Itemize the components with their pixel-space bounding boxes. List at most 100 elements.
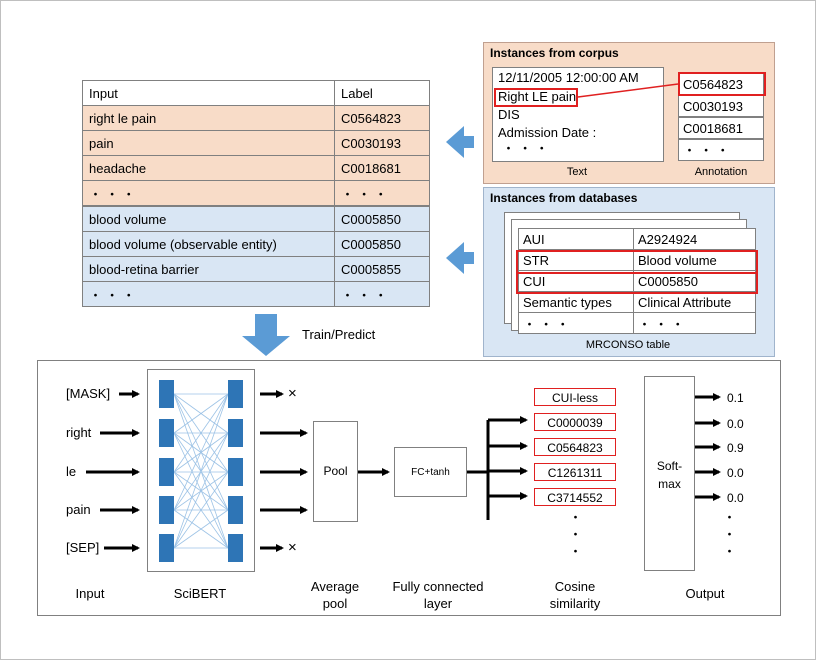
row-input: ・ ・ ・	[82, 281, 335, 307]
cui-highlight	[516, 272, 758, 294]
softmax-label-line2: max	[658, 477, 681, 491]
mrconso-row: ・ ・ ・ ・ ・ ・	[518, 312, 756, 334]
neuron	[228, 419, 243, 447]
output-value: 0.9	[727, 441, 744, 455]
neuron	[159, 419, 174, 447]
mention-link-line	[577, 83, 679, 98]
output-value: 0.1	[727, 391, 744, 405]
candidate-dot: ・	[569, 510, 583, 525]
fc-branch-arrows	[467, 416, 528, 520]
annotation-cell: ・ ・ ・	[678, 139, 764, 161]
caption-average-pool-line2: pool	[322, 596, 348, 611]
scibert-connection	[173, 393, 229, 549]
row-label: C0564823	[334, 105, 430, 131]
output-value: 0.0	[727, 417, 744, 431]
corpus-text-box	[492, 67, 664, 162]
mrconso-table: AUI A2924924 STR Blood volume CUI C00058…	[518, 228, 756, 334]
caption-output: Output	[685, 586, 725, 601]
caption-average-pool-line1: Average	[310, 579, 360, 594]
table-row: ・ ・ ・ ・ ・ ・	[82, 180, 430, 207]
mrconso-caption: MRCONSO table	[585, 339, 671, 351]
row-label: C0005855	[334, 256, 430, 282]
mrconso-row: CUI C0005850	[518, 270, 756, 292]
row-input: blood-retina barrier	[82, 256, 335, 282]
output-dot: ・	[723, 527, 737, 542]
annotation-highlight	[678, 72, 766, 96]
candidate-dot: ・	[569, 527, 583, 542]
train-predict-label: Train/Predict	[302, 327, 376, 342]
caption-cosine-line2: similarity	[549, 596, 601, 611]
caption-scibert: SciBERT	[173, 586, 227, 601]
mrconso-value: ・ ・ ・	[633, 312, 756, 334]
scibert-output-arrows	[260, 390, 308, 552]
input-arrows	[86, 390, 140, 552]
input-token: le	[66, 464, 77, 479]
candidate-box: C1261311	[534, 463, 616, 481]
mrconso-row: AUI A2924924	[518, 228, 756, 250]
output-arrows	[695, 393, 721, 501]
neuron	[228, 534, 243, 562]
text-line: DIS	[498, 107, 520, 122]
output-value: 0.0	[727, 491, 744, 505]
text-line: Admission Date :	[498, 125, 597, 140]
row-input: blood volume	[82, 205, 335, 232]
annotation-caption: Annotation	[694, 166, 748, 178]
scibert-connections	[173, 393, 229, 549]
row-label: ・ ・ ・	[334, 281, 430, 307]
table-row: blood volume (observable entity) C000585…	[82, 231, 430, 257]
caption-cosine-line1: Cosine	[554, 579, 596, 594]
softmax-label-line1: Soft-	[656, 459, 683, 473]
database-panel-title: Instances from databases	[490, 191, 638, 205]
text-line-highlight: Right LE pain	[498, 89, 577, 104]
mention-highlight	[494, 88, 578, 107]
fc-label: FC+tanh	[411, 467, 450, 478]
scibert-connection	[173, 393, 229, 434]
neuron	[159, 496, 174, 524]
pool-label: Pool	[323, 464, 348, 478]
scibert-connection	[173, 509, 229, 549]
pool-box	[313, 421, 358, 522]
blue-arrow-down	[242, 314, 290, 356]
candidate-box: CUI-less	[534, 388, 616, 406]
header-label: Label	[334, 80, 430, 106]
blue-arrow-left	[446, 126, 474, 158]
caption-input: Input	[75, 586, 105, 601]
fc-box	[394, 447, 467, 497]
candidate-dot: ・	[569, 544, 583, 559]
row-label: C0005850	[334, 205, 430, 232]
neurons	[159, 380, 243, 562]
text-caption: Text	[566, 166, 588, 178]
scibert-connection	[173, 393, 229, 511]
candidate-box: C0000039	[534, 413, 616, 431]
scibert-connection	[173, 471, 229, 549]
row-label: C0018681	[334, 155, 430, 181]
training-table: Input Label right le pain C0564823 pain …	[82, 80, 430, 307]
table-row: ・ ・ ・ ・ ・ ・	[82, 281, 430, 307]
scibert-connection	[173, 393, 229, 473]
text-line: ・ ・ ・	[502, 141, 549, 156]
scibert-connection	[173, 432, 229, 549]
mrconso-value: A2924924	[633, 228, 756, 250]
mrconso-row: STR Blood volume	[518, 249, 756, 271]
discard-mark: ×	[288, 539, 297, 556]
table-row: right le pain C0564823	[82, 105, 430, 131]
blue-arrow-left	[446, 242, 474, 274]
output-value: 0.0	[727, 466, 744, 480]
neuron	[159, 380, 174, 408]
annotation-cell: C0018681	[678, 117, 764, 139]
input-token: [MASK]	[66, 386, 111, 401]
row-label: C0005850	[334, 231, 430, 257]
mrconso-key: ・ ・ ・	[518, 312, 634, 334]
discard-mark: ×	[288, 385, 297, 402]
output-dot: ・	[723, 510, 737, 525]
row-label: C0030193	[334, 130, 430, 156]
caption-fc-line2: layer	[423, 596, 453, 611]
neuron	[228, 380, 243, 408]
candidate-box: C0564823	[534, 438, 616, 456]
output-dot: ・	[723, 544, 737, 559]
softmax-box	[644, 376, 695, 571]
neuron	[228, 496, 243, 524]
corpus-panel-title: Instances from corpus	[490, 46, 619, 60]
text-line: 12/11/2005 12:00:00 AM	[498, 70, 639, 85]
